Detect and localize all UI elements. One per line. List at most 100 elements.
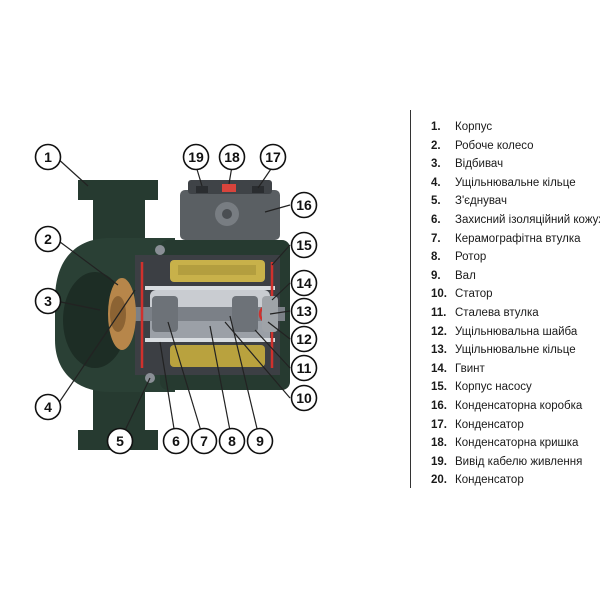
- legend-item-label: Ротор: [455, 251, 487, 264]
- callout-number: 7: [200, 433, 208, 449]
- capacitor-knob-center: [222, 209, 232, 219]
- callout-number: 8: [228, 433, 236, 449]
- legend-item-label: Конденсатор: [455, 474, 524, 487]
- legend-panel: 1. Корпус 2. Робоче колесо 3.Відбивач 4. Ущіль…: [410, 110, 600, 488]
- callout-circle: [34, 287, 62, 315]
- callout-circle: [290, 325, 318, 353]
- legend-item-number: 2.: [431, 139, 441, 152]
- can-sleeve-bottom: [145, 338, 275, 342]
- legend-item-label: Робоче колесо: [455, 139, 534, 152]
- capacitor-box: [180, 180, 280, 240]
- legend-item: 2. Робоче колесо: [431, 137, 534, 155]
- callout-2: 2: [34, 225, 62, 253]
- callout-number: 10: [296, 390, 312, 406]
- callout-circle: [106, 427, 134, 455]
- legend-item: 3.Відбивач: [431, 155, 503, 173]
- legend-item-label: Захисний ізоляційний кожух: [455, 214, 600, 226]
- callout-13: 13: [290, 297, 318, 325]
- can-sleeve: [145, 286, 275, 290]
- stator: [170, 260, 265, 367]
- impeller-hub: [110, 296, 126, 332]
- legend-item-number: 1.: [431, 121, 441, 133]
- capacitor-dark: [252, 186, 264, 193]
- callout-circle: [246, 427, 274, 455]
- legend-item-label: Ущільнювальна шайба: [455, 325, 578, 338]
- callout-7: 7: [190, 427, 218, 455]
- legend-item: 7. Керамографітна втулка: [431, 230, 581, 248]
- legend-item: 14.Гвинт: [431, 360, 485, 378]
- callout-circle: [290, 231, 318, 259]
- legend-item-label: Відбивач: [455, 158, 504, 171]
- callout-12: 12: [290, 325, 318, 353]
- rotor-assembly: [125, 286, 285, 342]
- legend-item: 20.Конденсатор: [431, 471, 524, 489]
- callout-4: 4: [34, 393, 62, 421]
- cable-outlet: [196, 186, 208, 193]
- callout-circle: [218, 143, 246, 171]
- legend-item: 5. З'єднувач: [431, 192, 507, 210]
- callout-10: 10: [290, 384, 318, 412]
- callout-number: 4: [44, 399, 52, 415]
- callout-circle: [34, 393, 62, 421]
- callout-number: 9: [256, 433, 264, 449]
- legend-item-number: 12.: [431, 325, 447, 338]
- callout-number: 13: [296, 303, 312, 319]
- legend-item-label: Корпус: [455, 121, 493, 133]
- legend-item-label: Конденсатор: [455, 418, 524, 431]
- callout-1: 1: [34, 143, 62, 171]
- legend-item-label: Ущільнювальне кільце: [455, 176, 576, 189]
- callout-number: 6: [172, 433, 180, 449]
- legend-item-number: 11.: [431, 307, 447, 319]
- legend-item-number: 10.: [431, 288, 447, 301]
- legend-item-number: 5.: [431, 195, 441, 208]
- callout-number: 19: [188, 149, 204, 165]
- stator-top: [170, 260, 265, 282]
- legend-item-number: 13.: [431, 344, 447, 357]
- callout-11: 11: [290, 354, 318, 382]
- callout-number: 2: [44, 231, 52, 247]
- legend-item-label: З'єднувач: [455, 195, 507, 208]
- legend-item-number: 6.: [431, 214, 441, 226]
- legend-item: 10. Статор: [431, 285, 493, 303]
- top-screw: [155, 245, 165, 255]
- callout-14: 14: [290, 269, 318, 297]
- callout-18: 18: [218, 143, 246, 171]
- outlet-flange: [78, 180, 158, 255]
- legend-item-label: Сталева втулка: [455, 307, 539, 319]
- legend-item: 6. Захисний ізоляційний кожух: [431, 211, 600, 229]
- legend-item: 9. Вал: [431, 267, 476, 285]
- legend-item-label: Керамографітна втулка: [455, 232, 581, 245]
- legend-item-number: 15.: [431, 381, 447, 394]
- callout-3: 3: [34, 287, 62, 315]
- capacitor-red-cap: [222, 184, 236, 192]
- callout-circle: [162, 427, 190, 455]
- legend-item-number: 8.: [431, 251, 441, 264]
- callout-19: 19: [182, 143, 210, 171]
- callout-number: 14: [296, 275, 312, 291]
- callout-circle: [290, 354, 318, 382]
- legend-item: 12. Ущільнювальна шайба: [431, 323, 577, 341]
- legend-item-label: Вал: [455, 269, 476, 282]
- legend-item: 11. Сталева втулка: [431, 304, 539, 322]
- legend-item: 16.Конденсаторна коробка: [431, 397, 582, 415]
- callout-16: 16: [290, 191, 318, 219]
- legend-item: 15.Корпус насосу: [431, 378, 532, 396]
- stator-top-shade: [178, 265, 256, 275]
- legend-item: 4. Ущільнювальне кільце: [431, 174, 576, 192]
- legend-item-label: Статор: [455, 288, 493, 301]
- callout-circle: [290, 297, 318, 325]
- bearing-right: [232, 296, 258, 332]
- legend-item-number: 4.: [431, 176, 441, 189]
- legend-item-number: 9.: [431, 269, 441, 282]
- legend-item-number: 7.: [431, 232, 441, 245]
- legend-item-number: 14.: [431, 362, 447, 375]
- callout-number: 5: [116, 433, 124, 449]
- callout-number: 3: [44, 293, 52, 309]
- legend-item-number: 16.: [431, 400, 447, 412]
- impeller: [108, 278, 136, 350]
- callout-9: 9: [246, 427, 274, 455]
- callout-5: 5: [106, 427, 134, 455]
- legend-item-label: Ущільнювальне кільце: [455, 344, 576, 357]
